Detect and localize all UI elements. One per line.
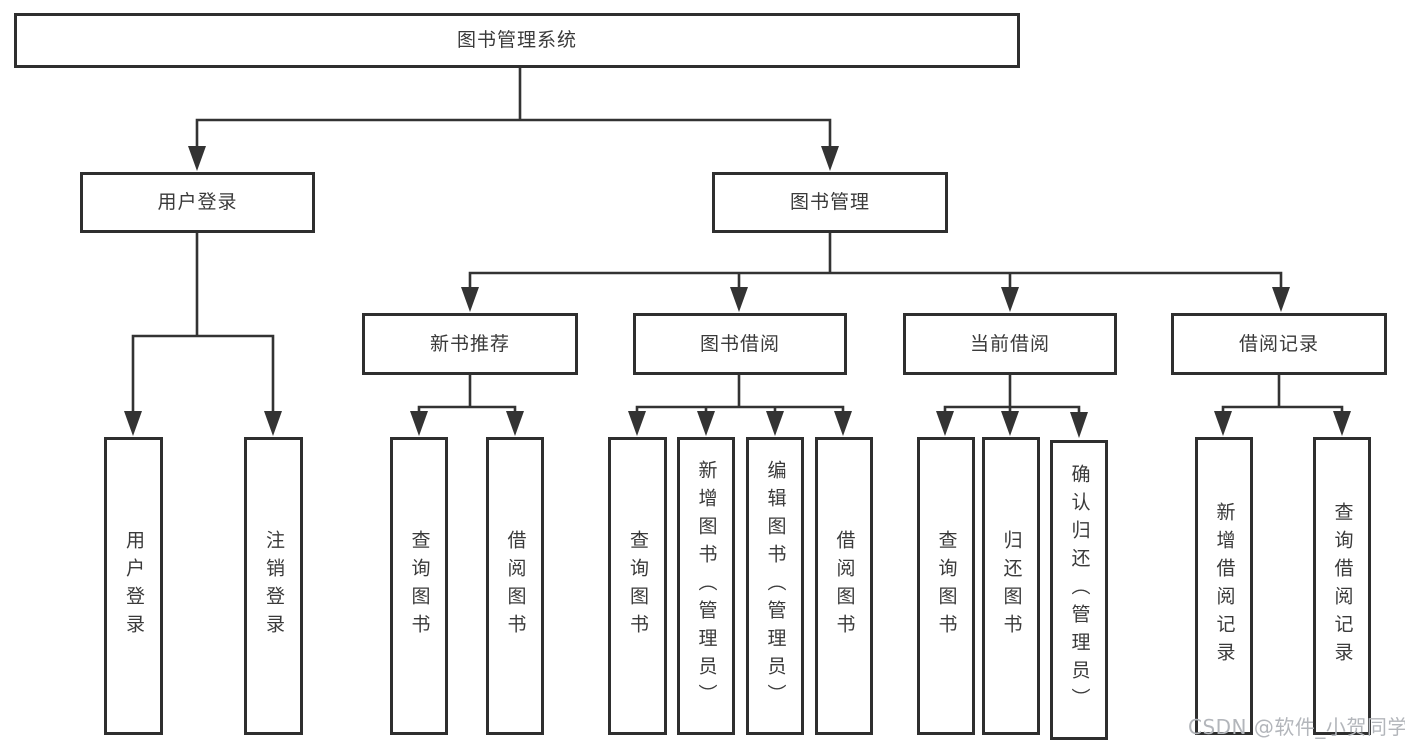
node-book-management: 图书管理	[712, 172, 948, 233]
arrow-down-icon	[1070, 412, 1088, 438]
arrow-down-icon	[1272, 287, 1290, 312]
arrow-down-icon	[1001, 287, 1019, 312]
leaf-label: 新增借阅记录	[1213, 502, 1236, 670]
leaf-label: 编辑图书（管理员）	[764, 460, 787, 712]
leaf-label: 确认归还（管理员）	[1068, 464, 1091, 716]
node-borrow-record: 借阅记录	[1171, 313, 1387, 375]
leaf-label: 借阅图书	[833, 530, 856, 642]
connector-borrow-record-leaves	[1214, 375, 1351, 436]
connector-book-borrow-leaves	[628, 375, 852, 436]
connector-new-book-leaves	[410, 375, 524, 436]
leaf-add-book-admin: 新增图书（管理员）	[677, 437, 735, 735]
arrow-down-icon	[410, 411, 428, 436]
leaf-label: 注销登录	[263, 530, 285, 642]
connector-root-to-level2	[188, 68, 839, 171]
leaf-logout: 注销登录	[244, 437, 303, 735]
node-current-borrow: 当前借阅	[903, 313, 1117, 375]
arrow-down-icon	[506, 411, 524, 436]
leaf-label: 查询图书	[627, 530, 649, 642]
arrow-down-icon	[124, 411, 142, 436]
leaf-return-book: 归还图书	[982, 437, 1040, 735]
connector-user-login-leaves	[124, 233, 282, 436]
leaf-user-login: 用户登录	[104, 437, 163, 735]
leaf-label: 新增图书（管理员）	[695, 460, 718, 712]
leaf-label: 用户登录	[123, 530, 145, 642]
node-root: 图书管理系统	[14, 13, 1020, 68]
arrow-down-icon	[264, 411, 282, 436]
arrow-down-icon	[834, 411, 852, 436]
leaf-borrow-book-1: 借阅图书	[486, 437, 544, 735]
arrow-down-icon	[766, 411, 784, 436]
node-book-borrow: 图书借阅	[633, 313, 847, 375]
csdn-watermark: CSDN @软件_小贺同学	[1188, 715, 1405, 739]
arrow-down-icon	[461, 287, 479, 312]
leaf-label: 查询图书	[408, 530, 431, 642]
arrow-down-icon	[821, 146, 839, 171]
connector-current-borrow-leaves	[936, 375, 1088, 438]
leaf-borrow-book-2: 借阅图书	[815, 437, 873, 735]
leaf-query-borrow-record: 查询借阅记录	[1313, 437, 1371, 735]
arrow-down-icon	[1333, 411, 1351, 436]
leaf-query-book-1: 查询图书	[390, 437, 448, 735]
leaf-label: 查询图书	[935, 530, 958, 642]
leaf-add-borrow-record: 新增借阅记录	[1195, 437, 1253, 735]
node-new-book-recommend: 新书推荐	[362, 313, 578, 375]
arrow-down-icon	[1001, 411, 1019, 436]
connector-management-to-level3	[461, 233, 1290, 312]
leaf-edit-book-admin: 编辑图书（管理员）	[746, 437, 804, 735]
arrow-down-icon	[628, 411, 646, 436]
leaf-query-book-2: 查询图书	[608, 437, 667, 735]
leaf-label: 归还图书	[1000, 530, 1023, 642]
arrow-down-icon	[730, 287, 748, 312]
leaf-confirm-return-admin: 确认归还（管理员）	[1050, 440, 1108, 740]
arrow-down-icon	[1214, 411, 1232, 436]
leaf-label: 借阅图书	[504, 530, 527, 642]
arrow-down-icon	[936, 411, 954, 436]
leaf-label: 查询借阅记录	[1331, 502, 1354, 670]
node-user-login: 用户登录	[80, 172, 315, 233]
leaf-query-book-3: 查询图书	[917, 437, 975, 735]
arrow-down-icon	[188, 146, 206, 171]
arrow-down-icon	[697, 411, 715, 436]
